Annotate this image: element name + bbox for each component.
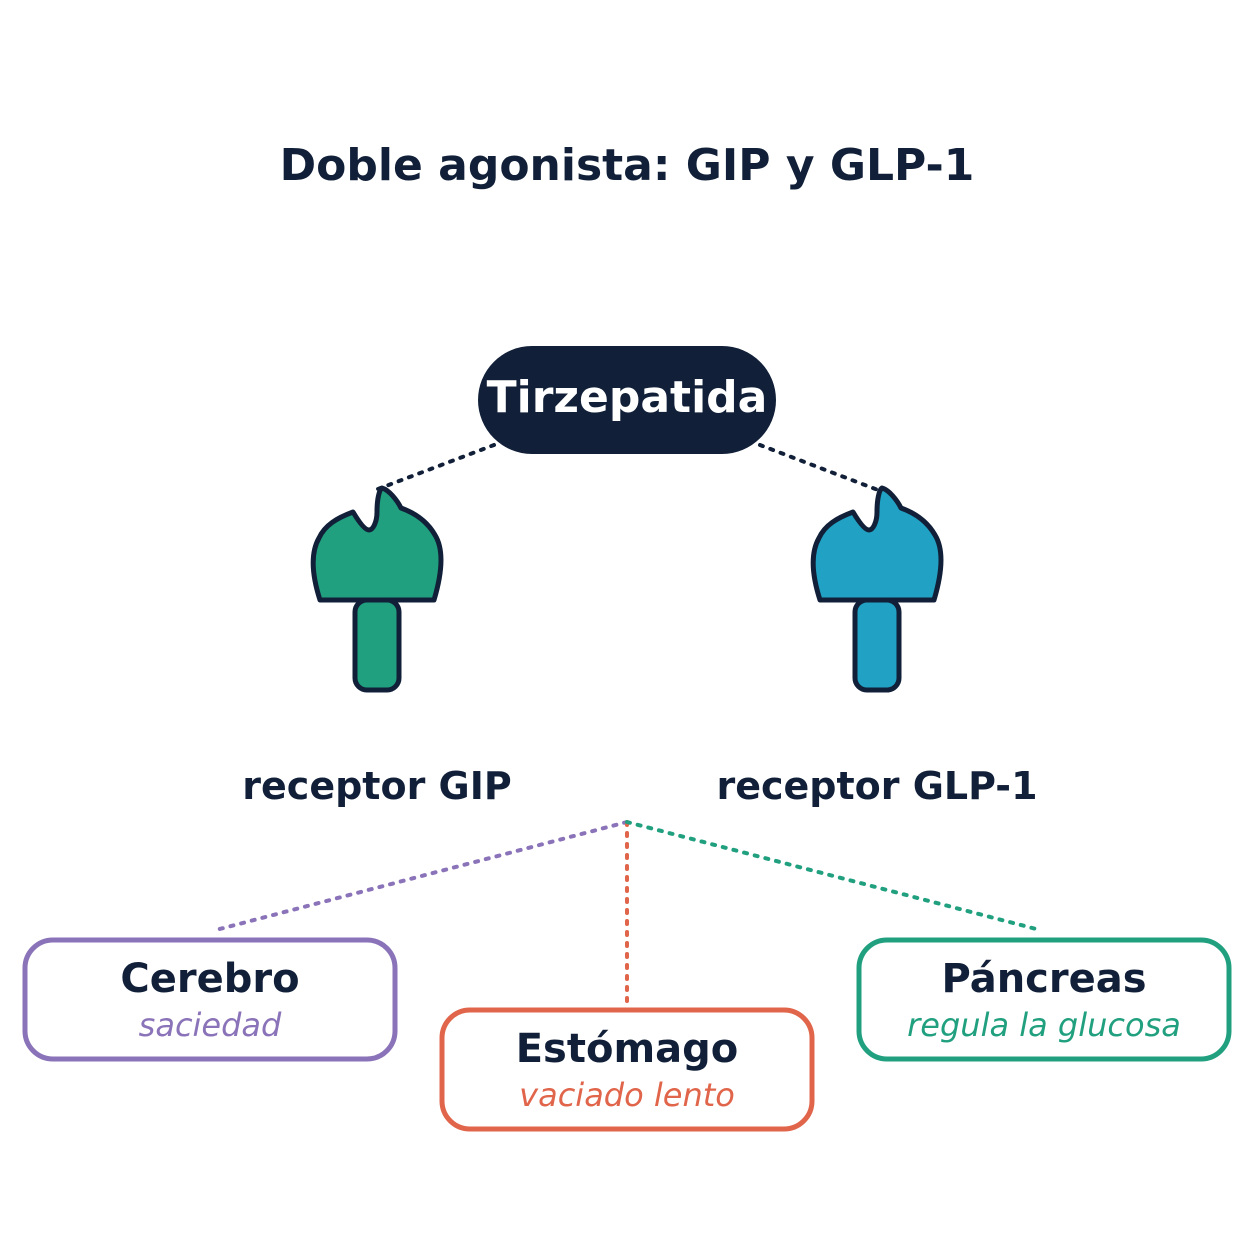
diagram-title: Doble agonista: GIP y GLP-1 bbox=[280, 140, 975, 191]
target-pancreas-box bbox=[856, 937, 1232, 1062]
connector-brain bbox=[214, 820, 629, 932]
receptor-glp1-head-icon bbox=[810, 485, 944, 603]
receptor-glp1 bbox=[810, 485, 944, 693]
receptor-gip-label: receptor GIP bbox=[242, 764, 511, 808]
connector-pancreas bbox=[625, 820, 1042, 932]
connector-drug-gip bbox=[376, 443, 496, 491]
target-brain-box bbox=[22, 937, 398, 1062]
target-stomach-effect: vaciado lento bbox=[519, 1076, 735, 1114]
target-brain-name: Cerebro bbox=[120, 956, 299, 1002]
target-pancreas: Páncreas regula la glucosa bbox=[856, 937, 1232, 1062]
target-pancreas-effect: regula la glucosa bbox=[907, 1006, 1181, 1044]
target-stomach: Estómago vaciado lento bbox=[439, 1007, 815, 1132]
receptor-glp1-stem-icon bbox=[852, 597, 902, 693]
drug-node: Tirzepatida bbox=[478, 346, 776, 454]
drug-pill bbox=[478, 346, 776, 454]
target-pancreas-name: Páncreas bbox=[941, 956, 1146, 1002]
drug-label: Tirzepatida bbox=[487, 372, 768, 423]
connector-drug-glp1 bbox=[758, 443, 880, 492]
target-brain-effect: saciedad bbox=[139, 1006, 282, 1044]
receptor-gip bbox=[310, 485, 444, 693]
target-stomach-name: Estómago bbox=[516, 1026, 739, 1072]
target-stomach-box bbox=[439, 1007, 815, 1132]
receptor-gip-head-icon bbox=[310, 485, 444, 603]
target-brain: Cerebro saciedad bbox=[22, 937, 398, 1062]
receptor-glp1-label: receptor GLP-1 bbox=[716, 764, 1037, 808]
receptor-gip-stem-icon bbox=[352, 597, 402, 693]
